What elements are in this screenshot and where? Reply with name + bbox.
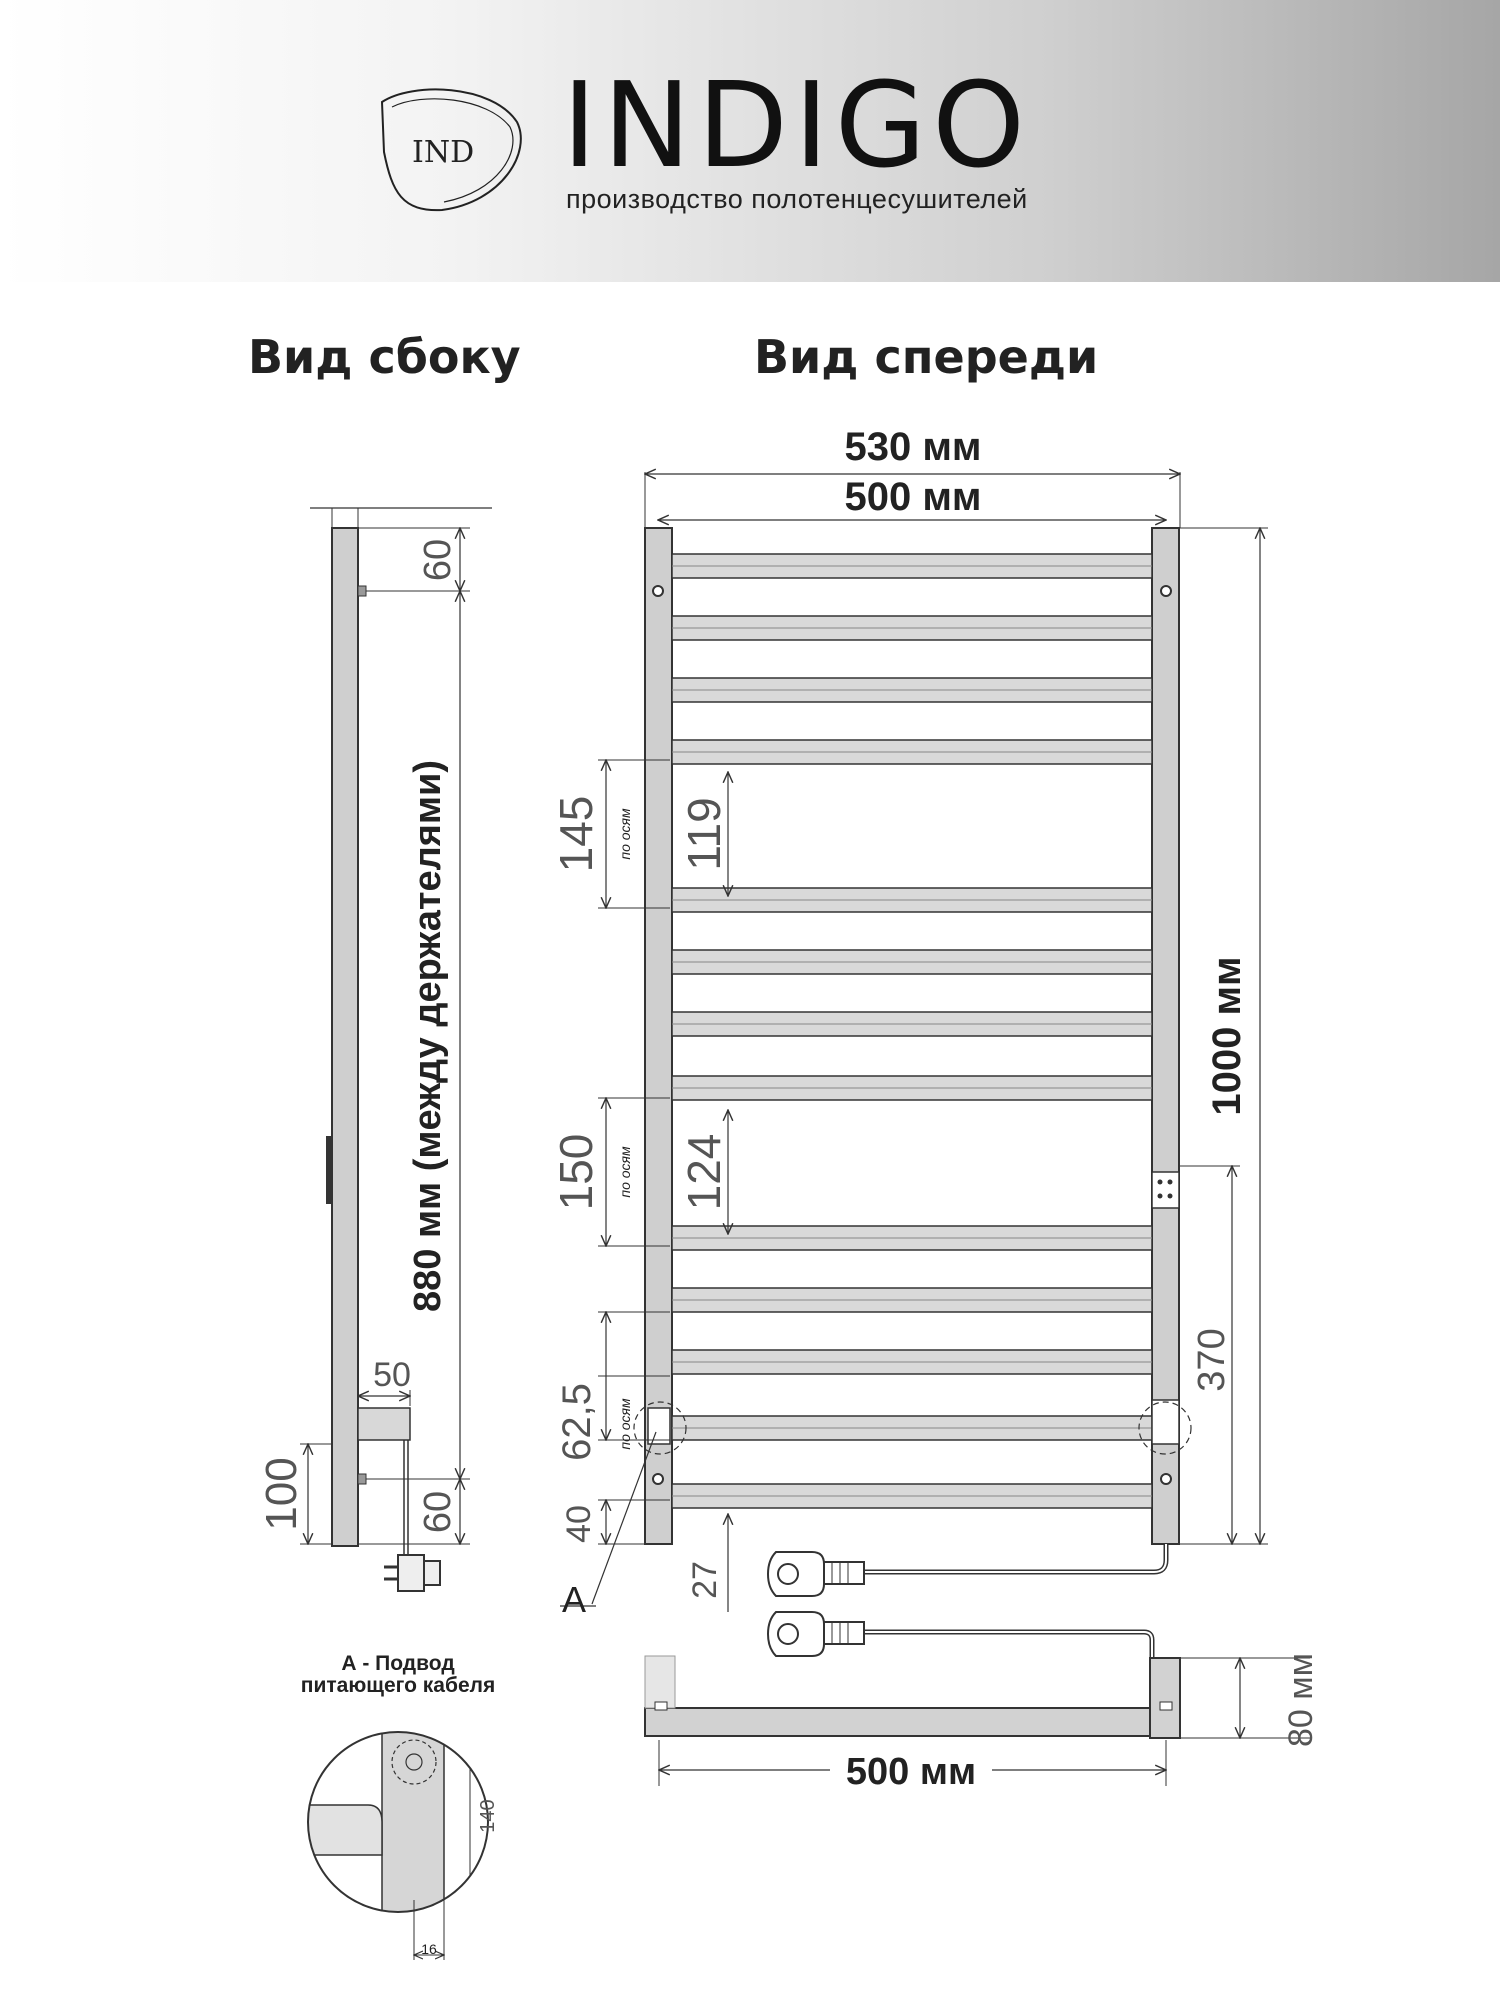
top-view: [644, 1611, 1310, 1786]
mount-points: [652, 585, 1172, 1485]
brand-header: IND INDIGO производство полотенцесушител…: [0, 0, 1500, 282]
side-rail: [331, 527, 359, 1547]
side-view: [300, 507, 492, 1592]
dim-detail-16: 16: [421, 1941, 437, 1957]
indigo-logo: IND: [380, 88, 522, 212]
axes-note-3: по осям: [617, 1398, 633, 1450]
dim-145: 145: [550, 796, 602, 873]
dim-100: 100: [257, 1457, 306, 1530]
dim-outer-width: 530 мм: [844, 425, 981, 469]
brand-name: INDIGO: [562, 56, 1032, 194]
top-plug-icon: [766, 1611, 865, 1657]
front-view: [560, 472, 1268, 1612]
brand-tagline: производство полотенцесушителей: [566, 184, 1028, 214]
dim-370: 370: [1191, 1328, 1233, 1391]
side-junction-box: [357, 1407, 411, 1441]
dim-27: 27: [686, 1561, 724, 1599]
axes-note-1: по осям: [617, 808, 633, 860]
side-view-title: Вид сбоку: [248, 330, 521, 384]
dim-119: 119: [678, 797, 730, 870]
dim-top-60: 60: [417, 539, 459, 581]
wall-holder-bottom: [357, 1473, 367, 1485]
dim-bottom-width: 500 мм: [846, 1751, 976, 1793]
dim-inner-width: 500 мм: [844, 475, 981, 519]
dim-depth-80: 80 мм: [1282, 1653, 1320, 1747]
top-rail: [644, 1707, 1180, 1737]
right-junction: [1151, 1399, 1180, 1445]
front-view-title: Вид спереди: [754, 330, 1099, 384]
detail-title-line2: питающего кабеля: [301, 1674, 495, 1697]
detail-a: [307, 1731, 489, 1960]
dim-detail-140: 140: [477, 1799, 499, 1832]
side-plug-icon: [384, 1554, 441, 1592]
wall-holder-top: [357, 585, 367, 597]
logo-monogram: IND: [412, 135, 474, 170]
dim-150: 150: [550, 1134, 602, 1211]
dim-bottom-60: 60: [417, 1491, 459, 1533]
dim-holder-spacing: 880 мм (между держателями): [407, 760, 449, 1312]
dim-62-5: 62,5: [555, 1383, 599, 1461]
left-junction: [647, 1407, 671, 1445]
dim-124: 124: [678, 1134, 730, 1211]
crossbars: [671, 553, 1153, 1509]
dim-height: 1000 мм: [1205, 956, 1249, 1115]
dim-depth-50: 50: [373, 1356, 411, 1394]
right-rail: [1151, 527, 1180, 1545]
thermostat-control: [1151, 1171, 1180, 1209]
detail-marker: A: [562, 1579, 586, 1620]
left-rail: [644, 527, 673, 1545]
dim-40: 40: [560, 1505, 598, 1543]
side-control: [326, 1136, 332, 1204]
axes-note-2: по осям: [617, 1146, 633, 1198]
plug-icon: [766, 1551, 865, 1597]
detail-title-line1: А - Подвод: [341, 1652, 454, 1675]
